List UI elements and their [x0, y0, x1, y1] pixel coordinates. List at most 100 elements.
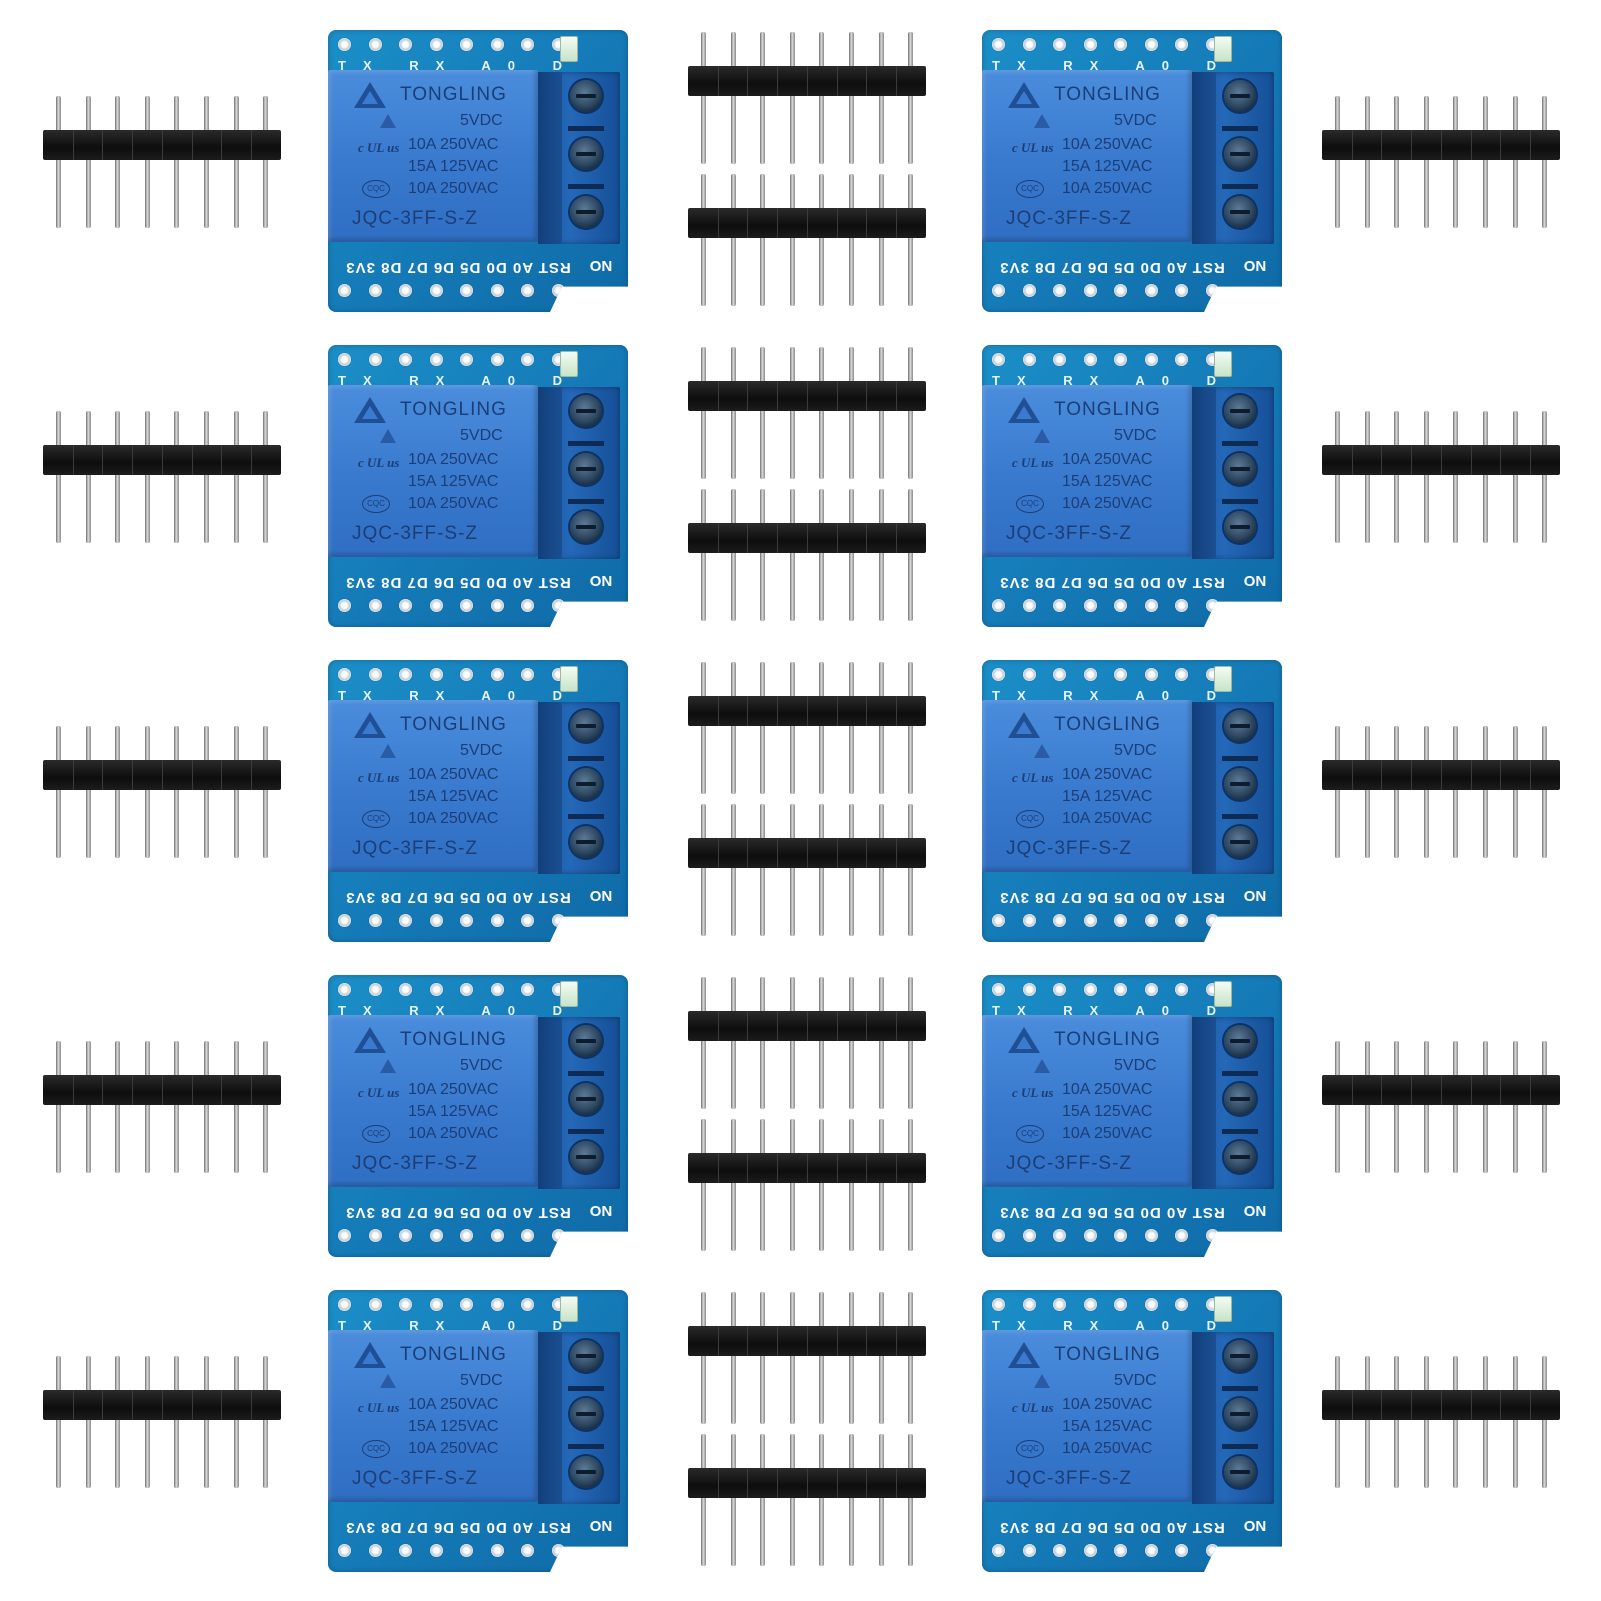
header-pin — [760, 489, 766, 621]
pin-hole — [338, 914, 351, 927]
relay-component: TONGLING 5VDC c UL us 10A 250VAC 15A 125… — [328, 70, 538, 242]
top-pin-labels: TX RX A0 D0 D5 D6 D7 D8 3V3 — [992, 373, 1222, 387]
terminal-no-label: NO — [589, 887, 613, 904]
ul-cert-icon: c UL us — [358, 1085, 400, 1100]
header-pin — [760, 347, 766, 479]
header-pin — [819, 1292, 825, 1424]
relay-model: JQC-3FF-S-Z — [352, 1153, 479, 1174]
header-pin — [760, 32, 766, 164]
pin-hole — [1114, 1229, 1127, 1242]
header-pin — [144, 96, 150, 228]
header-pin — [819, 977, 825, 1109]
screw-icon — [1224, 1141, 1256, 1173]
status-led — [560, 1296, 578, 1322]
screw-icon — [570, 826, 602, 858]
header-pin — [263, 411, 269, 543]
header-pin — [1364, 411, 1370, 543]
pin-hole — [1083, 668, 1097, 681]
relay-component: TONGLING 5VDC c UL us 10A 250VAC 15A 125… — [328, 385, 538, 557]
pin-hole — [1144, 668, 1158, 681]
relay-rating-3: 10A 250VAC — [408, 1125, 499, 1142]
pin-header-strip — [688, 1292, 926, 1424]
pin-hole — [992, 914, 1005, 927]
status-led — [560, 666, 578, 692]
header-pin — [849, 32, 854, 164]
header-pin — [174, 1356, 180, 1488]
header-pin — [115, 1356, 121, 1488]
bottom-pin-labels: RST A0 D0 D5 D6 D7 D8 3V3 — [999, 574, 1225, 591]
relay-rating-2: 15A 125VAC — [1062, 1103, 1153, 1120]
pin-hole — [338, 284, 351, 297]
relay-shield-board: TX RX A0 D0 D5 D6 D7 D8 3V3 TONGLING 5VD… — [328, 975, 628, 1257]
relay-rating-1: 10A 250VAC — [408, 136, 499, 153]
top-pin-labels: TX RX A0 D0 D5 D6 D7 D8 3V3 — [992, 1318, 1222, 1332]
pin-hole — [1053, 914, 1066, 927]
pin-hole — [399, 668, 412, 681]
screw-icon — [570, 138, 602, 170]
tongling-logo-icon — [1008, 1027, 1040, 1053]
header-pin — [233, 726, 239, 858]
screw-terminal-block — [1192, 1332, 1274, 1504]
relay-rating-3: 10A 250VAC — [1062, 495, 1153, 512]
pin-hole — [1022, 1298, 1036, 1311]
status-led — [560, 36, 578, 62]
relay-voltage: 5VDC — [1114, 1057, 1157, 1074]
pin-header-strip — [1322, 1041, 1560, 1173]
relay-rating-3: 10A 250VAC — [1062, 810, 1153, 827]
pin-hole — [551, 599, 565, 612]
header-pin — [1364, 96, 1370, 228]
pin-hole — [1083, 599, 1097, 612]
relay-component: TONGLING 5VDC c UL us 10A 250VAC 15A 125… — [982, 700, 1192, 872]
pin-hole — [399, 914, 412, 927]
screw-terminal-block — [538, 72, 620, 244]
terminal-no-label: NO — [589, 1202, 613, 1219]
header-pin — [1512, 96, 1518, 228]
pin-hole — [551, 1229, 565, 1242]
pin-hole — [368, 1544, 382, 1557]
header-pin — [849, 662, 854, 794]
header-pin — [819, 1119, 825, 1251]
pin-hole — [1175, 1544, 1188, 1557]
pin-hole — [992, 1544, 1005, 1557]
pin-hole — [1144, 914, 1158, 927]
tongling-logo-icon — [354, 1342, 386, 1368]
screw-icon — [1224, 395, 1256, 427]
pin-hole — [460, 1229, 473, 1242]
pin-hole — [1053, 599, 1066, 612]
pin-hole — [338, 1298, 351, 1311]
screw-icon — [570, 511, 602, 543]
ul-cert-icon: c UL us — [358, 770, 400, 785]
relay-model: JQC-3FF-S-Z — [352, 838, 479, 859]
warning-triangle-icon — [380, 1374, 396, 1388]
pin-hole — [1022, 1229, 1036, 1242]
pin-hole — [1114, 668, 1127, 681]
header-pin — [204, 411, 209, 543]
cqc-cert-icon: CQC — [362, 180, 390, 198]
screw-icon — [570, 453, 602, 485]
pin-hole — [490, 353, 504, 366]
screw-icon — [1224, 710, 1256, 742]
top-pin-labels: TX RX A0 D0 D5 D6 D7 D8 3V3 — [992, 58, 1222, 72]
relay-rating-1: 10A 250VAC — [408, 1081, 499, 1098]
pin-header-strip — [688, 662, 926, 794]
pin-hole — [1114, 38, 1127, 51]
terminal-no-label: NO — [1243, 887, 1267, 904]
pin-hole — [1175, 983, 1188, 996]
pin-hole — [1144, 1544, 1158, 1557]
header-pin — [1512, 1356, 1518, 1488]
screw-icon — [570, 1025, 602, 1057]
relay-brand: TONGLING — [1054, 399, 1161, 420]
pin-hole — [1053, 284, 1066, 297]
header-pin — [849, 1434, 854, 1566]
relay-rating-2: 15A 125VAC — [1062, 1418, 1153, 1435]
relay-shield-board: TX RX A0 D0 D5 D6 D7 D8 3V3 TONGLING 5VD… — [982, 660, 1282, 942]
header-pin — [1335, 726, 1340, 858]
pin-header-strip — [43, 96, 281, 228]
pin-hole — [460, 353, 473, 366]
pin-hole — [338, 599, 351, 612]
relay-voltage: 5VDC — [460, 742, 503, 759]
cqc-cert-icon: CQC — [1016, 1440, 1044, 1458]
relay-brand: TONGLING — [400, 1344, 507, 1365]
header-pin — [908, 174, 914, 306]
header-pin — [908, 1292, 914, 1424]
